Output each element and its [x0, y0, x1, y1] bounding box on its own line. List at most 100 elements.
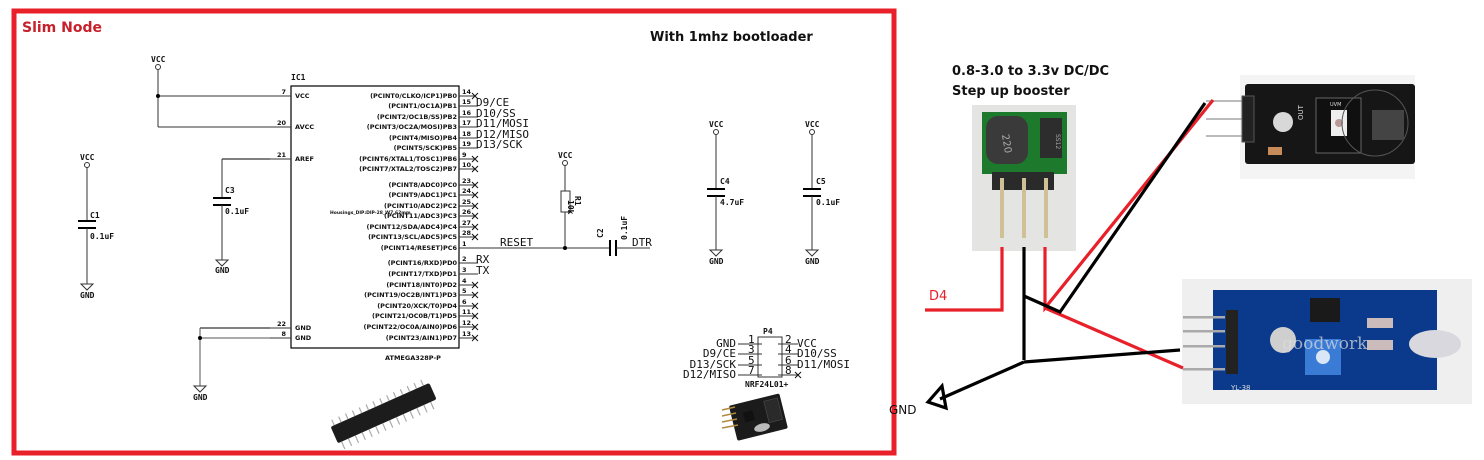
ic-pin-number: 10	[462, 161, 472, 169]
ic-pin-number: 22	[277, 320, 286, 328]
ic-pin-number: 24	[462, 187, 472, 195]
net-dtr: DTR	[632, 236, 652, 249]
slim-node-frame	[11, 8, 897, 456]
inductor-mark: 220	[999, 133, 1013, 154]
wire-vout-ir	[1044, 306, 1184, 370]
ic-pin-name: (PCINT14/RESET)PC6	[381, 244, 458, 252]
capacitor-c5: VCC C5 0.1uF GND	[803, 120, 840, 266]
no-connect-icon	[471, 191, 479, 199]
ic-pin-name: (PCINT9/ADC1)PC1	[389, 191, 458, 199]
nrf-pin-number: 2	[785, 333, 792, 346]
frame-title: Slim Node	[22, 20, 102, 36]
ic-pin-name: (PCINT5/SCK)PB5	[394, 144, 458, 152]
c1-value: 0.1uF	[90, 232, 114, 241]
ic-pin-name: (PCINT1/OC1A)PB1	[388, 102, 457, 110]
ic-pin-number: 15	[462, 98, 472, 106]
atmega-dip-photo	[331, 379, 436, 450]
gnd-label: GND	[80, 291, 95, 300]
wire-gnd-arrow	[939, 360, 1025, 401]
nrf-pin-net: D13/SCK	[690, 358, 737, 371]
gnd-arrow-head-icon	[925, 382, 949, 411]
ic-pin-number: 14	[462, 88, 472, 96]
no-connect-icon	[471, 312, 479, 320]
nrf-pin-number: 4	[785, 343, 792, 356]
ic-pin-number: 1	[462, 240, 467, 248]
ic-net-label: RX	[476, 253, 490, 266]
wire-d4	[925, 247, 1004, 312]
junction-dot	[156, 94, 160, 98]
ic-pin-name: (PCINT8/ADC0)PC0	[389, 181, 458, 189]
c2-value: 0.1uF	[620, 216, 629, 240]
hand-wiring	[925, 98, 1215, 411]
ic-pin-number: 12	[462, 319, 471, 327]
ic-pin-name: AREF	[295, 155, 314, 163]
nrf-pin-net: D9/CE	[703, 347, 736, 360]
no-connect-icon	[471, 334, 479, 342]
wire-gnd-ir	[1023, 348, 1181, 364]
uv-silk: UVM	[1330, 102, 1341, 108]
no-connect-icon	[794, 371, 802, 379]
ic-atmega328p: IC1 ATMEGA328P-P Housings_DIP:DIP-28_W7.…	[270, 73, 529, 362]
ic-package: Housings_DIP:DIP-28_W7.62mm	[330, 210, 411, 216]
ic-net-label: D13/SCK	[476, 138, 523, 151]
booster-module-photo: 220 SS12	[972, 105, 1076, 251]
nrf-ref: P4	[763, 327, 773, 336]
ic-pin-name: AVCC	[295, 123, 314, 131]
nrf-pin-net: GND	[716, 337, 736, 350]
gnd-label: GND	[709, 257, 724, 266]
nrf-pin-number: 1	[748, 333, 755, 346]
capacitor-c3: C3 0.1uF GND	[213, 158, 291, 275]
nrf-pin-net: D12/MISO	[683, 368, 736, 381]
ic-pin-name: (PCINT10/ADC2)PC2	[384, 202, 457, 210]
ic-pin-number: 26	[462, 208, 472, 216]
ic-pin-name: (PCINT0/CLKO/ICP1)PB0	[370, 92, 457, 100]
ic-pin-name: (PCINT3/OC2A/MOSI)PB3	[367, 123, 457, 131]
r1-ref: R1	[573, 196, 582, 206]
c4-value: 4.7uF	[720, 198, 744, 207]
gnd-label: GND	[193, 393, 208, 402]
nrf-pin-number: 6	[785, 354, 792, 367]
c3-ref: C3	[225, 186, 235, 195]
ic-pin-name: (PCINT18/INT0)PD2	[386, 281, 457, 289]
frame-subtitle: With 1mhz bootloader	[650, 30, 813, 45]
gnd-label: GND	[215, 266, 230, 275]
no-connect-icon	[471, 291, 479, 299]
no-connect-icon	[471, 323, 479, 331]
c2-ref: C2	[596, 228, 605, 238]
ic-pin-number: 4	[462, 277, 467, 285]
ic-pin-name: (PCINT23/AIN1)PD7	[386, 334, 457, 342]
ic-net-label: D9/CE	[476, 96, 509, 109]
ic-pin-number: 21	[277, 151, 287, 159]
no-connect-icon	[471, 223, 479, 231]
nrf-pin-net: D10/SS	[797, 347, 837, 360]
ic-pin-name: GND	[295, 324, 312, 332]
ic-pin-number: 6	[462, 298, 467, 306]
ic-net-label: D10/SS	[476, 107, 516, 120]
c1-ref: C1	[90, 211, 100, 220]
ic-pin-number: 23	[462, 177, 471, 185]
diode-mark: SS12	[1054, 134, 1061, 149]
ic-pin-name: VCC	[295, 92, 310, 100]
booster-label-line2: Step up booster	[952, 84, 1070, 99]
ic-pin-name: (PCINT2/OC1B/SS)PB2	[377, 113, 457, 121]
no-connect-icon	[471, 165, 479, 173]
r1-value: 10k	[566, 200, 575, 215]
c5-value: 0.1uF	[816, 198, 840, 207]
ic-pin-number: 3	[462, 266, 467, 274]
ic-pin-name: (PCINT13/SCL/ADC5)PC5	[368, 233, 457, 241]
d4-label: D4	[929, 289, 947, 304]
ic-pin-number: 19	[462, 140, 472, 148]
booster-label-line1: 0.8-3.0 to 3.3v DC/DC	[952, 64, 1109, 79]
nrf-pin-number: 3	[748, 343, 755, 356]
no-connect-icon	[471, 281, 479, 289]
nrf24-module-photo	[721, 393, 788, 441]
uv-pin-out-label: OUT	[1297, 104, 1305, 120]
ic-pin-number: 8	[281, 330, 286, 338]
ic-pin-name: (PCINT21/OC0B/T1)PD5	[372, 312, 457, 320]
ic-pin-number: 25	[462, 198, 472, 206]
ic-pin-number: 13	[462, 330, 471, 338]
vcc-label: VCC	[805, 120, 820, 129]
vcc-label: VCC	[709, 120, 724, 129]
capacitor-c4: VCC C4 4.7uF GND	[707, 120, 744, 266]
